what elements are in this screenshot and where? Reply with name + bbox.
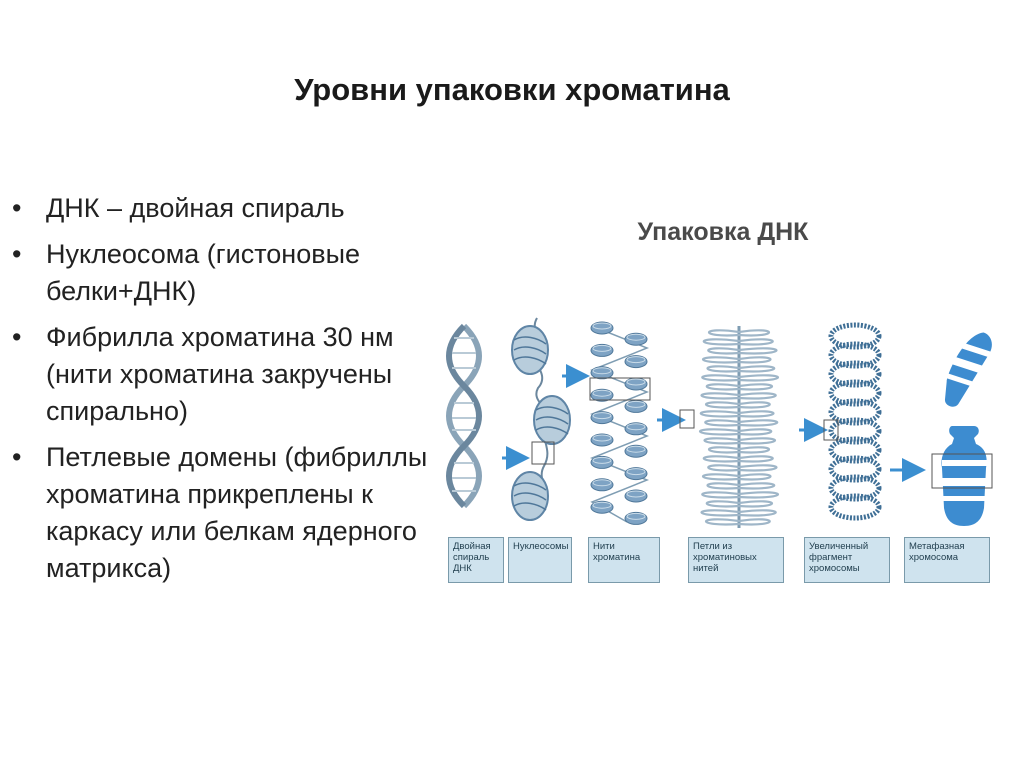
bullet-item: • Петлевые домены (фибриллы хроматина при… <box>10 439 450 587</box>
bullet-item: • Фибрилла хроматина 30 нм (нити хроматин… <box>10 319 450 430</box>
metaphase-chromosome-icon <box>931 332 993 526</box>
dna-packaging-figure: Упаковка ДНК <box>442 198 1004 612</box>
bullet-dot: • <box>12 193 22 223</box>
bullet-item: • Нуклеосома (гистоновые белки+ДНК) <box>10 236 450 310</box>
bullet-text: Петлевые домены (фибриллы хроматина прик… <box>46 442 428 583</box>
bullet-dot: • <box>12 442 22 472</box>
dna-double-helix-icon <box>446 323 482 509</box>
stage-label-chromatin-threads: Нити хроматина <box>588 537 660 583</box>
chromatin-loops-icon <box>699 326 779 528</box>
stage-label-chromosome-fragment: Увеличенный фрагмент хромосомы <box>804 537 890 583</box>
bullet-text: Фибрилла хроматина 30 нм (нити хроматина… <box>46 322 394 426</box>
chromosome-fragment-icon <box>828 322 882 521</box>
bullet-list: • ДНК – двойная спираль • Нуклеосома (гист… <box>10 190 450 596</box>
figure-drawing <box>446 317 993 528</box>
figure-title: Упаковка ДНК <box>637 218 809 246</box>
stage-label-metaphase-chromosome: Метафазная хромосома <box>904 537 990 583</box>
zoom-box <box>589 377 651 401</box>
bullet-text: Нуклеосома (гистоновые белки+ДНК) <box>46 239 360 306</box>
chromatin-fiber-icon <box>589 321 650 525</box>
nucleosome-icon <box>511 317 571 521</box>
bullet-dot: • <box>12 322 22 352</box>
slide-title: Уровни упаковки хроматина <box>294 72 730 107</box>
bullet-text: ДНК – двойная спираль <box>46 193 345 223</box>
bullet-item: • ДНК – двойная спираль <box>10 190 450 227</box>
stage-label-chromatin-loops: Петли из хроматиновых нитей <box>688 537 784 583</box>
bullet-dot: • <box>12 239 22 269</box>
stage-label-nucleosomes: Нуклеосомы <box>508 537 572 583</box>
stage-label-dna-helix: Двойная спираль ДНК <box>448 537 504 583</box>
